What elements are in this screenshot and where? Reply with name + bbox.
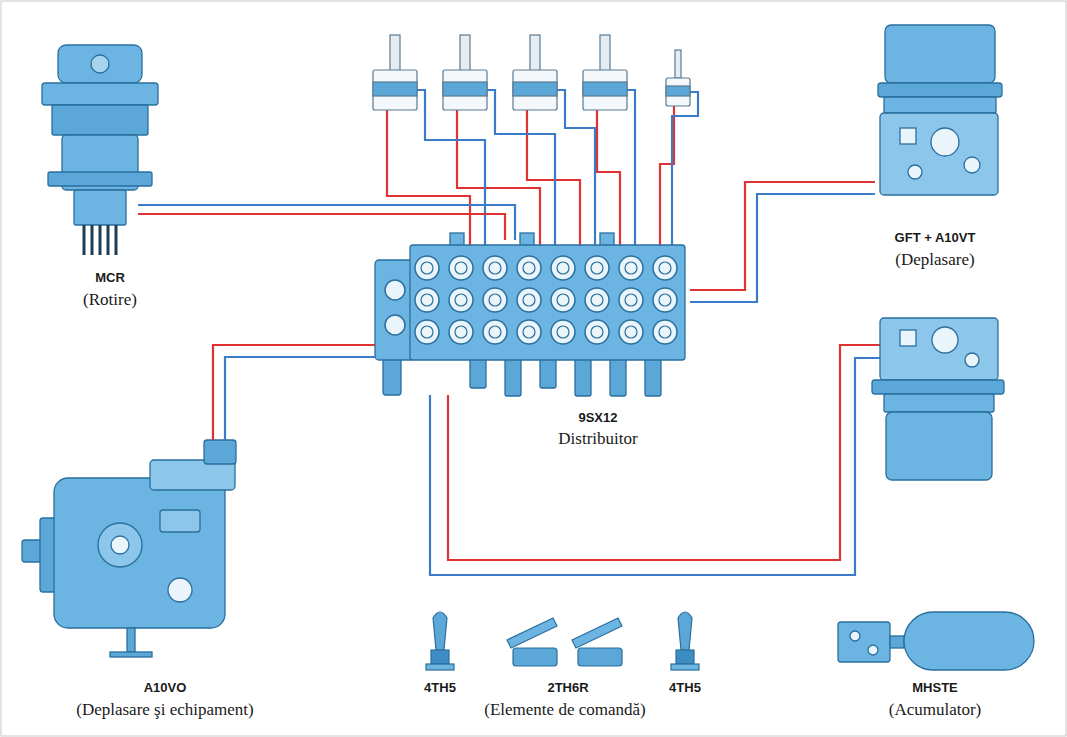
component-function: (Deplasare şi echipament) (76, 700, 253, 720)
component-code: MCR (95, 270, 125, 286)
group-caption: (Elemente de comandă) (484, 700, 645, 720)
component-code: MHSTE (912, 680, 958, 696)
component-function: (Rotire) (83, 290, 137, 310)
return-line (180, 205, 515, 240)
component-function: (Deplasare) (895, 250, 974, 270)
pressure-line (213, 345, 375, 440)
component-code: 9SX12 (578, 410, 617, 426)
return-line (690, 194, 875, 302)
component-code: 4TH5 (424, 680, 456, 696)
joystick: 4TH5 (415, 600, 467, 700)
component-function: (Acumulator) (889, 700, 982, 720)
joystick: 4TH5 (658, 600, 713, 700)
component-code: 4TH5 (669, 680, 701, 696)
rotation-motor: MCR (Rotire) (40, 40, 180, 325)
travel-motor: GFT + A10VT (Deplasare) (875, 20, 1010, 280)
hydraulic-pump: A10VO (Deplasare şi echipament) (15, 440, 315, 730)
return-line (225, 357, 375, 440)
hydraulic-hose (180, 205, 515, 240)
component-code: 2TH6R (547, 680, 588, 696)
pressure-line (180, 214, 505, 240)
hydraulic-hose (213, 345, 375, 440)
component-code: GFT + A10VT (895, 230, 976, 246)
accumulator: MHSTE (Acumulator) (825, 595, 1045, 725)
pressure-line (690, 182, 875, 290)
hydraulic-hose (690, 182, 875, 302)
component-function: Distribuitor (558, 429, 637, 449)
control-valve-block: 9SX12Distribuitor (375, 240, 690, 460)
pedal-unit: 2TH6R (505, 600, 630, 700)
component-code: A10VO (144, 680, 187, 696)
